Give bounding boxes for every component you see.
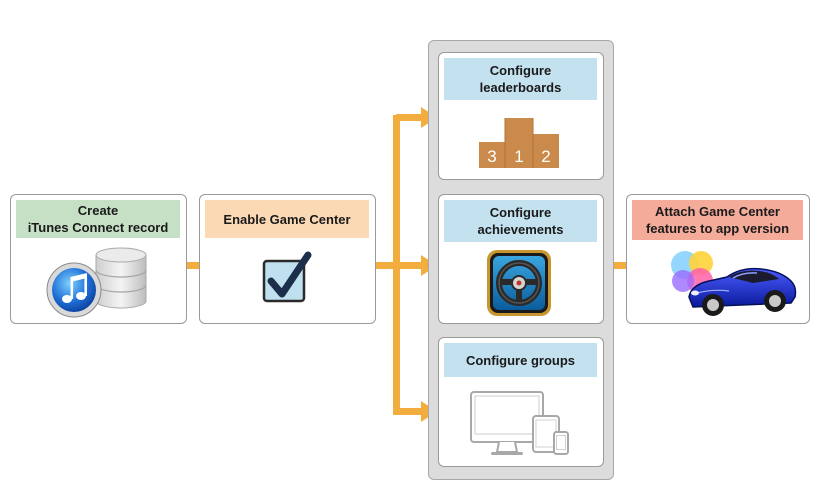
enable-game-center-card: Enable Game Center <box>199 194 376 324</box>
leaderboards-card: Configure leaderboards 3 1 2 <box>438 52 604 180</box>
groups-label: Configure groups <box>444 343 597 377</box>
database-icon <box>95 247 147 309</box>
steering-wheel-icon <box>487 250 551 316</box>
devices-icon <box>470 391 569 455</box>
attach-features-card: Attach Game Center features to app versi… <box>626 194 810 324</box>
podium-icon <box>479 118 559 168</box>
groups-card: Configure groups <box>438 337 604 467</box>
podium-third: 3 <box>487 147 497 166</box>
game-center-icon <box>671 251 713 294</box>
checkbox-icon <box>262 251 312 303</box>
leaderboards-label: Configure leaderboards <box>444 58 597 100</box>
achievements-label: Configure achievements <box>444 200 597 242</box>
create-record-card: Create iTunes Connect record <box>10 194 187 324</box>
podium-second: 2 <box>541 147 551 166</box>
enable-game-center-label: Enable Game Center <box>205 200 369 238</box>
podium-first: 1 <box>514 147 524 166</box>
car-icon <box>688 267 797 316</box>
itunes-icon <box>46 262 102 318</box>
create-record-label: Create iTunes Connect record <box>16 200 180 238</box>
attach-features-label: Attach Game Center features to app versi… <box>632 200 803 240</box>
achievements-card: Configure achievements <box>438 194 604 324</box>
